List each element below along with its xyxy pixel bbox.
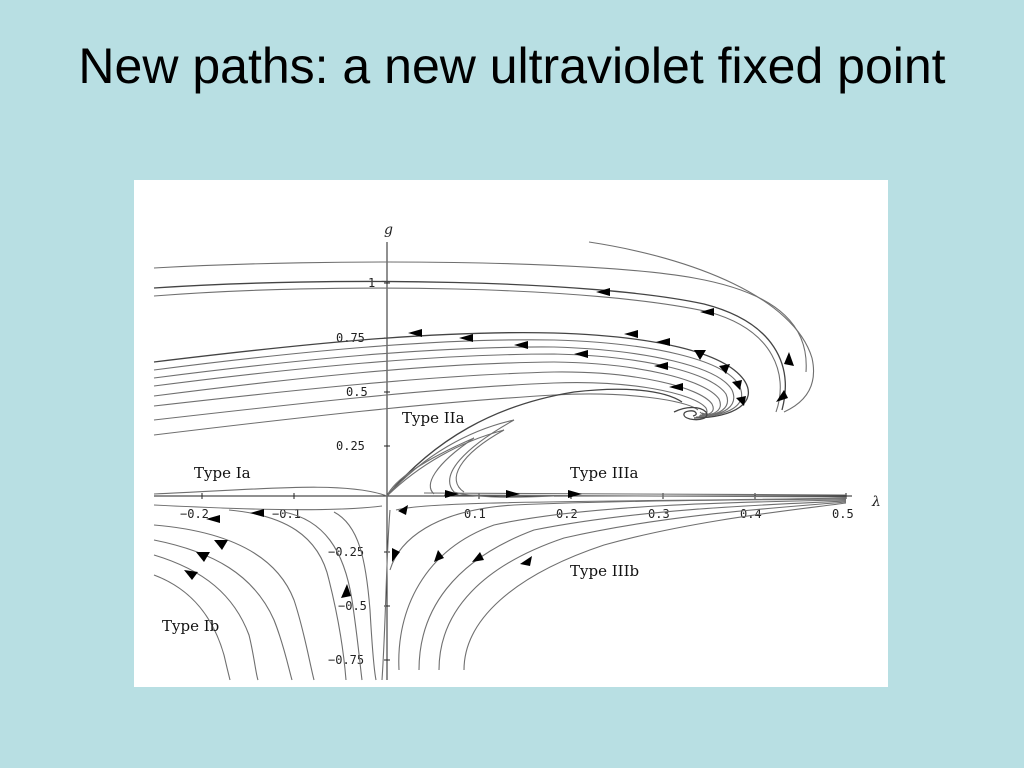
arrow-marker (736, 396, 746, 406)
flow-curve (381, 509, 391, 681)
flow-curve (153, 486, 388, 497)
y-tick-label: 0.75 (336, 331, 365, 345)
arrow-marker (398, 505, 408, 515)
flow-curve (153, 371, 714, 415)
flow-curve (418, 500, 847, 671)
arrow-marker (434, 550, 444, 562)
type-iia-curves (153, 388, 683, 498)
arrow-marker (669, 383, 683, 391)
arrow-marker (700, 308, 714, 316)
arrow-marker (654, 362, 668, 370)
flow-curve (153, 524, 315, 681)
region-label-type-iiia: Type IIIa (570, 464, 639, 482)
y-tick-label: 0.25 (336, 439, 365, 453)
flow-curve (438, 501, 847, 671)
arrow-marker (568, 490, 582, 498)
region-label-type-ib: Type Ib (162, 617, 219, 635)
flow-curve (153, 554, 259, 681)
region-label-type-iia: Type IIa (402, 409, 465, 427)
arrow-marker (656, 338, 670, 346)
arrow-marker (596, 288, 610, 296)
rg-flow-diagram: g λ −0.2 −0.1 0.1 0.2 0.3 0.4 0.5 1 0.75… (153, 222, 881, 681)
arrow-marker (732, 380, 742, 390)
arrow-marker (341, 584, 351, 598)
flow-curve (153, 261, 807, 373)
arrow-marker (445, 490, 459, 498)
flow-arrows (184, 288, 794, 598)
uv-fixed-point-spiral (673, 406, 708, 421)
flow-curve (153, 361, 721, 415)
flow-curve (153, 280, 786, 411)
flow-diagram-panel: g λ −0.2 −0.1 0.1 0.2 0.3 0.4 0.5 1 0.75… (134, 180, 888, 687)
arrow-marker (514, 341, 528, 349)
slide-title: New paths: a new ultraviolet fixed point (78, 38, 946, 94)
flow-curve (386, 437, 475, 497)
flow-curve (333, 511, 377, 681)
type-ib-curves (153, 504, 383, 681)
arrow-marker (408, 329, 422, 337)
flow-curve (153, 382, 708, 421)
arrow-marker (776, 390, 788, 402)
arrow-marker (624, 330, 638, 338)
flow-curve (153, 393, 699, 436)
region-label-type-ia: Type Ia (194, 464, 251, 482)
arrow-marker (520, 556, 532, 566)
upper-flow-curves (153, 241, 814, 436)
y-tick-label: −0.25 (328, 545, 364, 559)
flow-curve (588, 241, 814, 413)
arrow-marker (784, 352, 794, 366)
flow-curve (153, 353, 728, 416)
x-tick-label: −0.1 (272, 507, 301, 521)
arrow-marker (184, 570, 198, 580)
flow-curve (283, 511, 363, 681)
x-tick-label: 0.1 (464, 507, 486, 521)
flow-curve (153, 339, 742, 418)
flow-curve (386, 429, 505, 497)
arrow-marker (459, 334, 473, 342)
arrow-marker (719, 364, 730, 374)
x-tick-label: 0.3 (648, 507, 670, 521)
flow-curve (386, 419, 555, 498)
y-axis-label: g (384, 222, 393, 238)
flow-curve (153, 346, 735, 417)
y-tick-label: −0.75 (328, 653, 364, 667)
flow-curve (386, 388, 683, 497)
arrow-marker (196, 552, 210, 562)
flow-curve (153, 504, 383, 511)
flow-curve (153, 539, 293, 681)
flow-curve (443, 494, 847, 498)
flow-curve (228, 509, 347, 681)
flow-curve (153, 574, 231, 681)
x-tick-label: 0.5 (832, 507, 854, 521)
arrow-marker (472, 552, 484, 562)
type-iiib-curves (381, 497, 847, 681)
x-tick-label: −0.2 (180, 507, 209, 521)
flow-curve (153, 287, 781, 413)
region-label-type-iiib: Type IIIb (570, 562, 639, 580)
arrow-marker (574, 350, 588, 358)
x-axis-label: λ (871, 494, 881, 510)
flow-curve (153, 331, 750, 419)
arrow-marker (506, 490, 520, 498)
arrow-marker (694, 350, 706, 360)
arrow-marker (214, 540, 228, 550)
y-tick-label: 1 (368, 276, 375, 290)
arrow-marker (206, 515, 220, 523)
flow-curve (463, 502, 847, 671)
arrow-marker (392, 548, 400, 562)
flow-curve (398, 499, 847, 671)
arrow-marker (250, 509, 264, 517)
y-tick-label: 0.5 (346, 385, 368, 399)
flow-curve (389, 498, 847, 571)
